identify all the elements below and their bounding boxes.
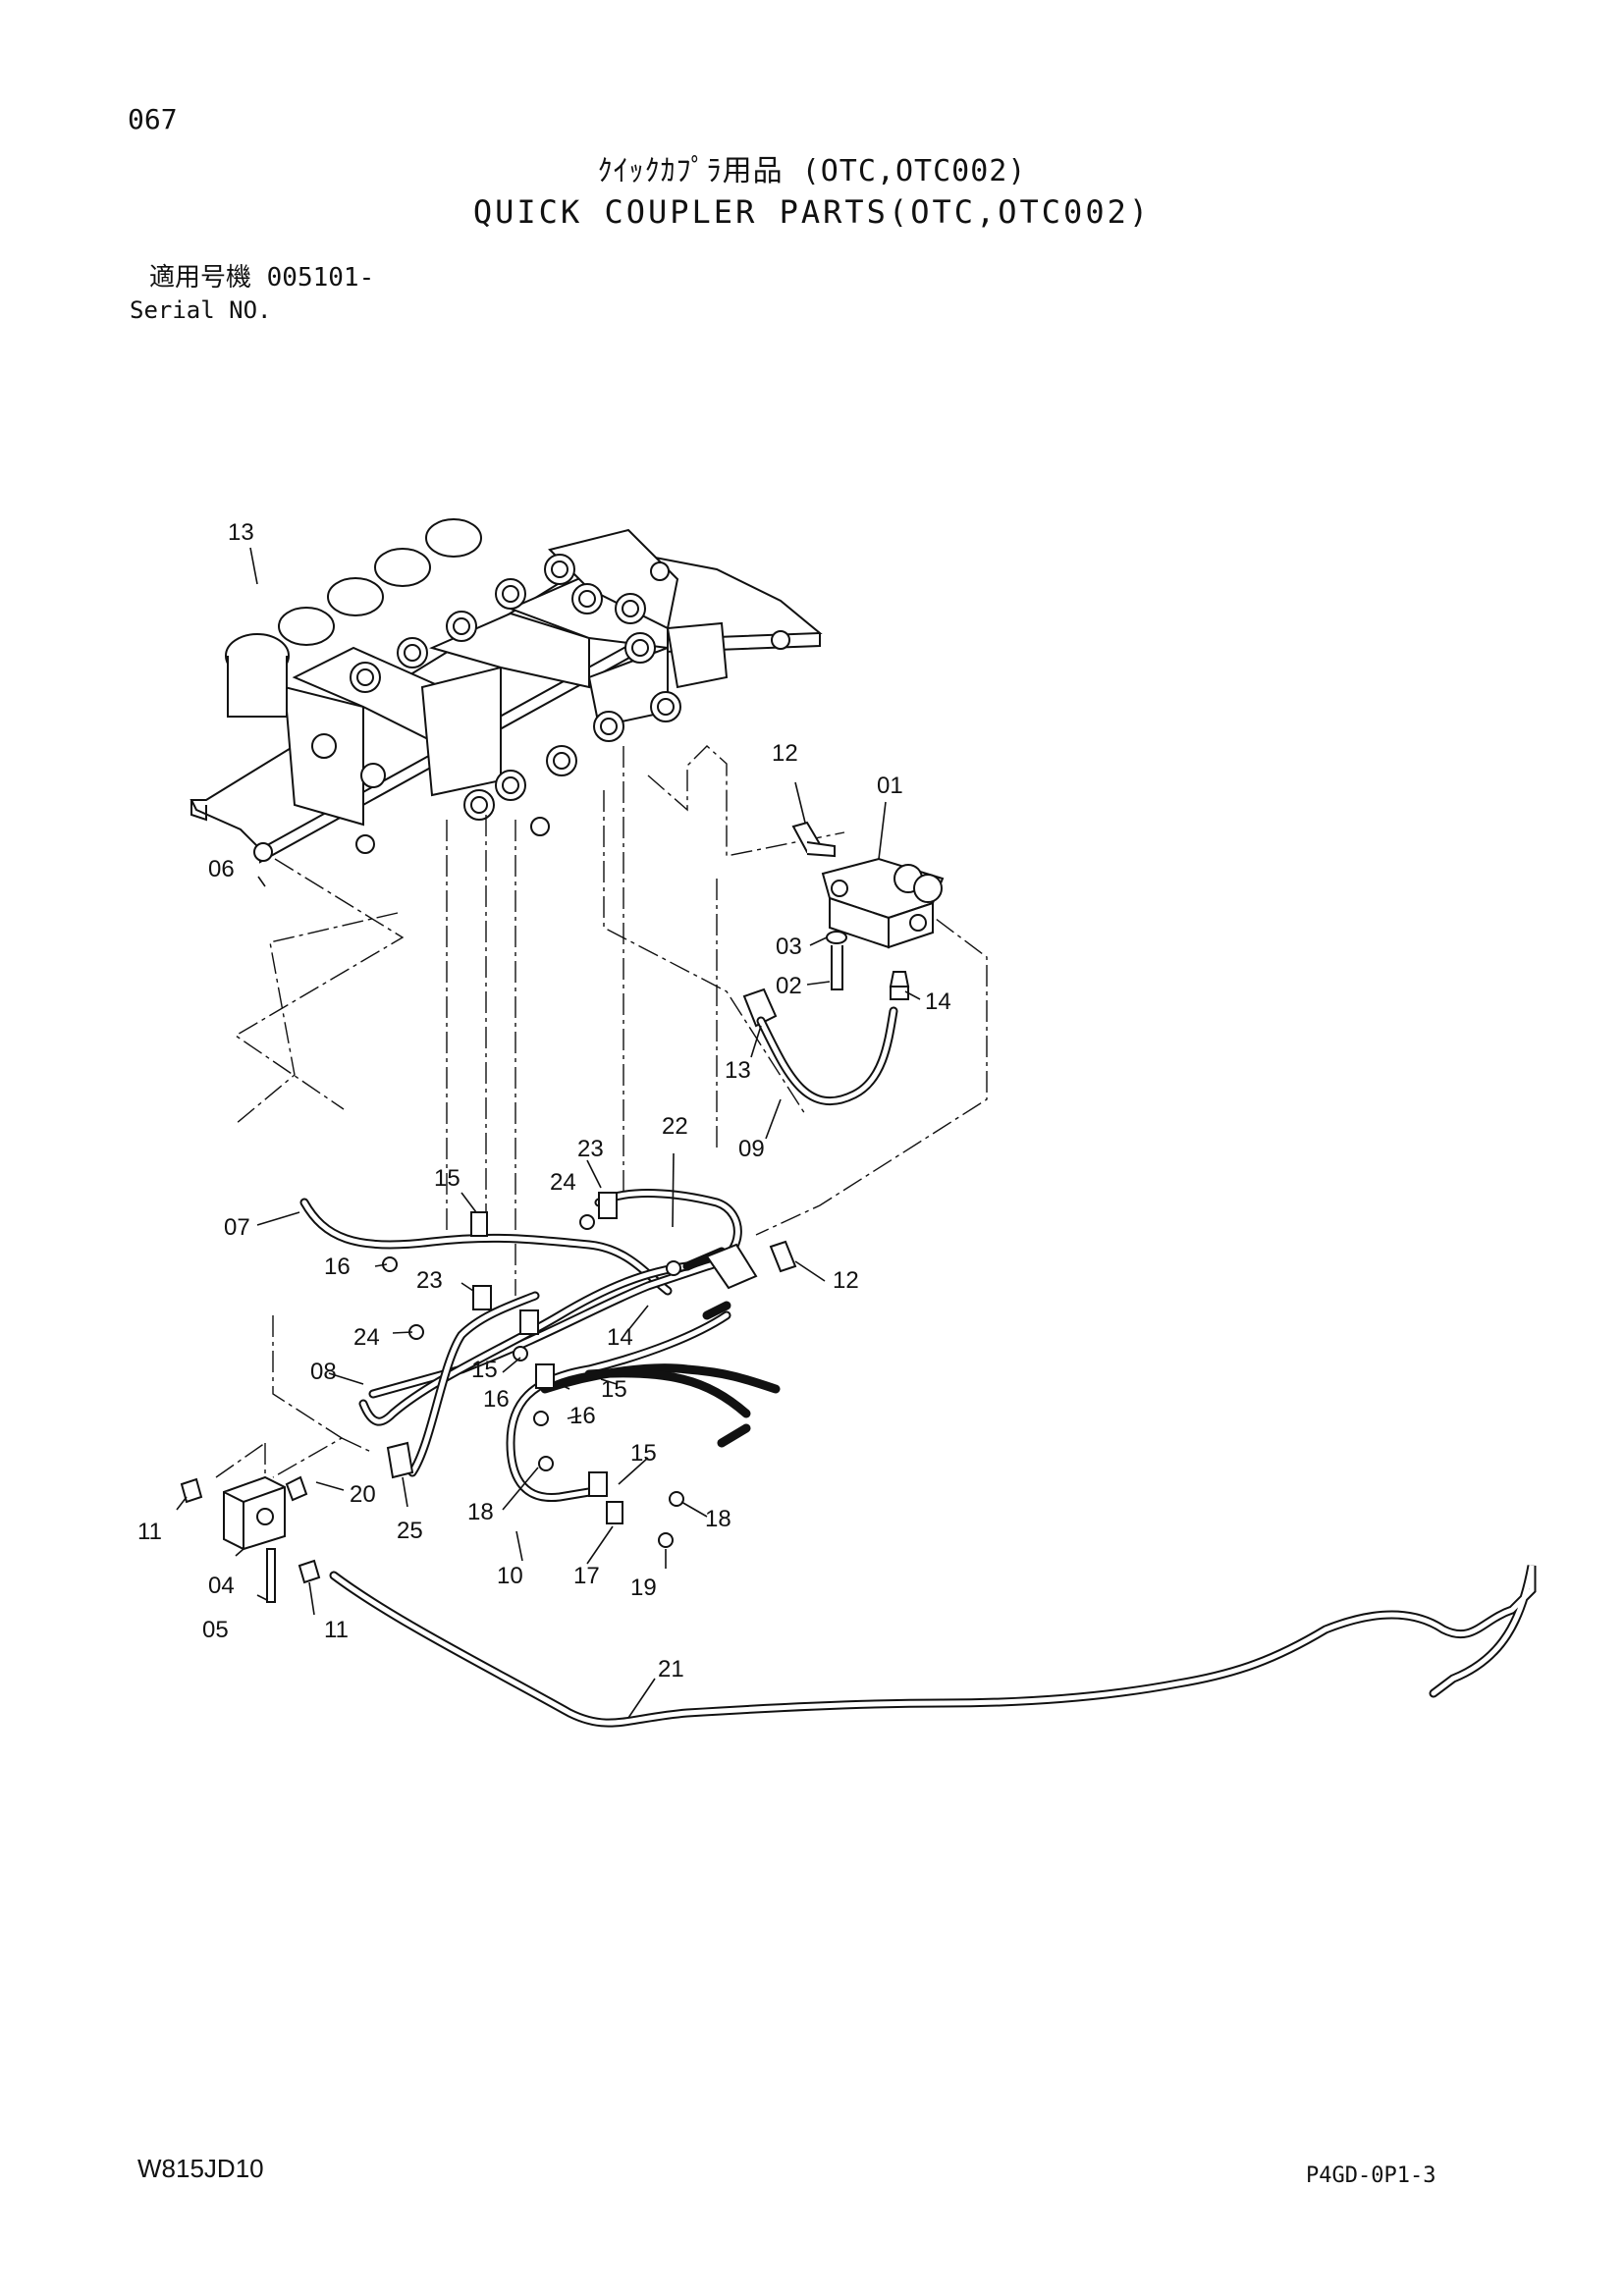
callout-15: 15 [601, 1376, 627, 1403]
callout-18: 18 [705, 1506, 731, 1532]
callout-17: 17 [573, 1563, 600, 1589]
callout-16: 16 [483, 1386, 510, 1413]
page-title-english: QUICK COUPLER PARTS(OTC,OTC002) [472, 193, 1152, 231]
callout-24: 24 [550, 1169, 576, 1196]
callout-15: 15 [434, 1165, 460, 1192]
drawing-number: W815JD10 [137, 2154, 264, 2183]
callout-03: 03 [776, 934, 802, 960]
callout-13: 13 [725, 1057, 751, 1084]
callout-06: 06 [208, 856, 235, 882]
callout-22: 22 [662, 1113, 688, 1140]
callout-16: 16 [324, 1254, 351, 1280]
control-valve-assembly [189, 518, 823, 864]
callout-05: 05 [202, 1617, 229, 1643]
callout-09: 09 [738, 1136, 765, 1162]
callout-15: 15 [630, 1440, 657, 1467]
callout-04: 04 [208, 1573, 235, 1599]
callout-16: 16 [569, 1403, 596, 1429]
callout-25: 25 [397, 1518, 423, 1544]
callout-12: 12 [772, 740, 798, 767]
callout-21: 21 [658, 1656, 684, 1682]
callout-01: 01 [877, 773, 903, 799]
hydraulic-hoses [299, 1006, 1537, 1728]
callout-labels: 13 12 01 06 03 02 14 13 09 23 22 15 24 0… [137, 519, 951, 1682]
callout-23: 23 [416, 1267, 443, 1294]
page-reference-code: P4GD-0P1-3 [1306, 2163, 1436, 2188]
callout-08: 08 [310, 1359, 337, 1385]
serial-range-japanese: 適用号機 005101- [149, 263, 375, 293]
callout-02: 02 [776, 973, 802, 999]
callout-23: 23 [577, 1136, 604, 1162]
callout-07: 07 [224, 1214, 250, 1241]
page-number: 067 [128, 103, 178, 135]
callout-14: 14 [607, 1324, 633, 1351]
callout-19: 19 [630, 1575, 657, 1601]
callout-leaders [176, 547, 921, 1719]
callout-14: 14 [925, 988, 951, 1015]
callout-18: 18 [467, 1499, 494, 1525]
small-parts [180, 1192, 797, 1603]
callout-24: 24 [353, 1324, 380, 1351]
callout-11: 11 [324, 1617, 349, 1643]
assembly-centerlines [215, 745, 988, 1531]
callout-20: 20 [350, 1481, 376, 1508]
quick-coupler-valve [742, 821, 945, 1028]
serial-label-english: Serial NO. [130, 296, 272, 324]
page-title-japanese: ｸｲｯｸｶﾌﾟﾗ用品 (OTC,OTC002) [597, 154, 1027, 188]
callout-11: 11 [137, 1519, 162, 1545]
callout-15: 15 [471, 1357, 498, 1383]
callout-12: 12 [833, 1267, 859, 1294]
callout-13: 13 [228, 519, 254, 546]
callout-10: 10 [497, 1563, 523, 1589]
